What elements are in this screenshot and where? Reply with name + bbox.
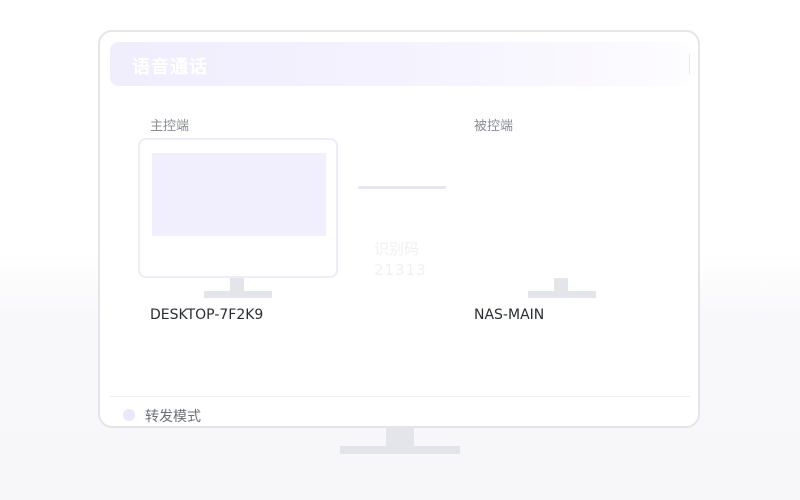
controller-monitor-base (204, 291, 272, 298)
controlled-role-label: 被控端 (474, 119, 514, 134)
forward-mode-label[interactable]: 转发模式 (145, 409, 201, 425)
controlled-monitor-neck (554, 278, 568, 292)
controller-screen-preview (152, 153, 326, 236)
controlled-monitor-stand-icon[interactable] (528, 291, 596, 298)
connection-code-value: 21313 (374, 261, 427, 279)
arrow-line-icon (358, 186, 446, 189)
monitor-base (340, 446, 460, 454)
title-bar: 语音通话 (110, 42, 690, 86)
monitor-neck (386, 428, 414, 446)
connection-code-label: 识别码 (374, 240, 420, 258)
controlled-device-name: NAS-MAIN (474, 307, 545, 323)
footer-divider (110, 396, 690, 397)
controller-device-name: DESKTOP-7F2K9 (150, 307, 264, 323)
mode-dot-icon[interactable] (123, 409, 135, 421)
window-title: 语音通话 (132, 57, 208, 78)
main-window: 语音通话 主控端 DESKTOP-7F2K9 识别码 21313 被控端 NAS… (98, 30, 700, 428)
controller-monitor-neck (230, 278, 244, 292)
title-bar-divider (689, 54, 690, 74)
controller-monitor-icon[interactable] (138, 138, 338, 278)
controller-role-label: 主控端 (150, 119, 190, 134)
